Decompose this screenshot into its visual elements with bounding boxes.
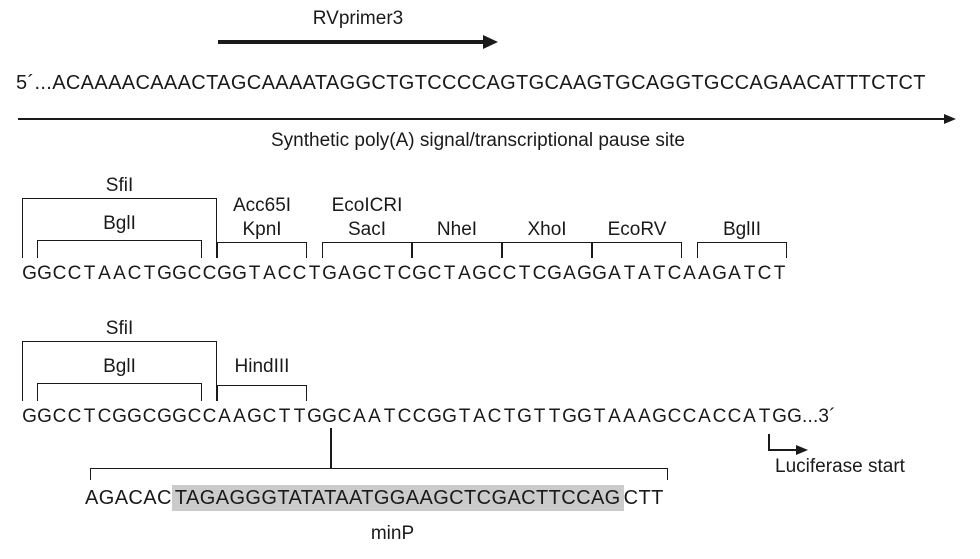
enzyme-label-hindIII: HindIII (234, 356, 290, 377)
minp-region-bracket (90, 468, 668, 480)
enzyme-label-acc65I: Acc65I (232, 195, 292, 216)
enzyme-label-bglI-2: BglI (103, 356, 136, 377)
enzyme-label-ecoRV: EcoRV (607, 219, 667, 240)
luciferase-arrow-vline (768, 434, 770, 451)
minp-sequence-pre: AGACAC (85, 487, 172, 509)
enzyme-label-sfiI-2: SfiI (105, 318, 134, 339)
enzyme-label-bglII: BglII (722, 219, 762, 240)
polya-arrow-line (18, 118, 946, 120)
rvprimer3-arrowhead-icon (483, 35, 498, 49)
site-bracket-bglI-2 (37, 383, 202, 401)
site-bracket-xhoI (502, 242, 592, 258)
rvprimer3-arrow-line (218, 40, 484, 44)
site-bracket-ecoRV (592, 242, 682, 258)
polya-label: Synthetic poly(A) signal/transcriptional… (271, 130, 685, 151)
rvprimer3-label: RVprimer3 (312, 8, 404, 29)
minp-sequence-post: CTT (623, 487, 664, 509)
minp-sequence-highlight: TAGAGGGTATATAATGGAAGCTCGACTTCCAG (171, 485, 624, 511)
site-bracket-nheI (412, 242, 502, 258)
mcs2-sequence-suffix: ...3´ (802, 406, 836, 427)
site-bracket-hindIII (217, 385, 307, 401)
enzyme-label-nheI: NheI (436, 219, 478, 240)
site-bracket-sacI (322, 242, 412, 258)
enzyme-label-kpnI: KpnI (242, 219, 282, 240)
minp-label: minP (370, 523, 415, 544)
enzyme-label-ecoICRI: EcoICRI (331, 195, 403, 216)
site-bracket-sfiI-2 (22, 341, 217, 401)
site-bracket-sfiI (22, 198, 217, 258)
enzyme-label-bglI: BglI (103, 213, 136, 234)
polya-arrowhead-icon (944, 114, 956, 124)
luciferase-start-label: Luciferase start (775, 456, 905, 477)
luciferase-arrowhead-icon (796, 445, 808, 455)
site-bracket-bglII (697, 242, 787, 258)
enzyme-label-sacI: SacI (347, 219, 387, 240)
enzyme-label-sfiI: SfiI (105, 175, 134, 196)
minp-connector-line (330, 428, 332, 468)
site-bracket-bglI (37, 240, 202, 258)
site-bracket-kpnI (217, 242, 307, 258)
upstream-sequence: 5´...ACAAAACAAACTAGCAAAATAGGCTGTCCCCAGTG… (16, 72, 926, 94)
luciferase-arrow-hline (768, 449, 798, 451)
enzyme-label-xhoI: XhoI (527, 219, 567, 240)
